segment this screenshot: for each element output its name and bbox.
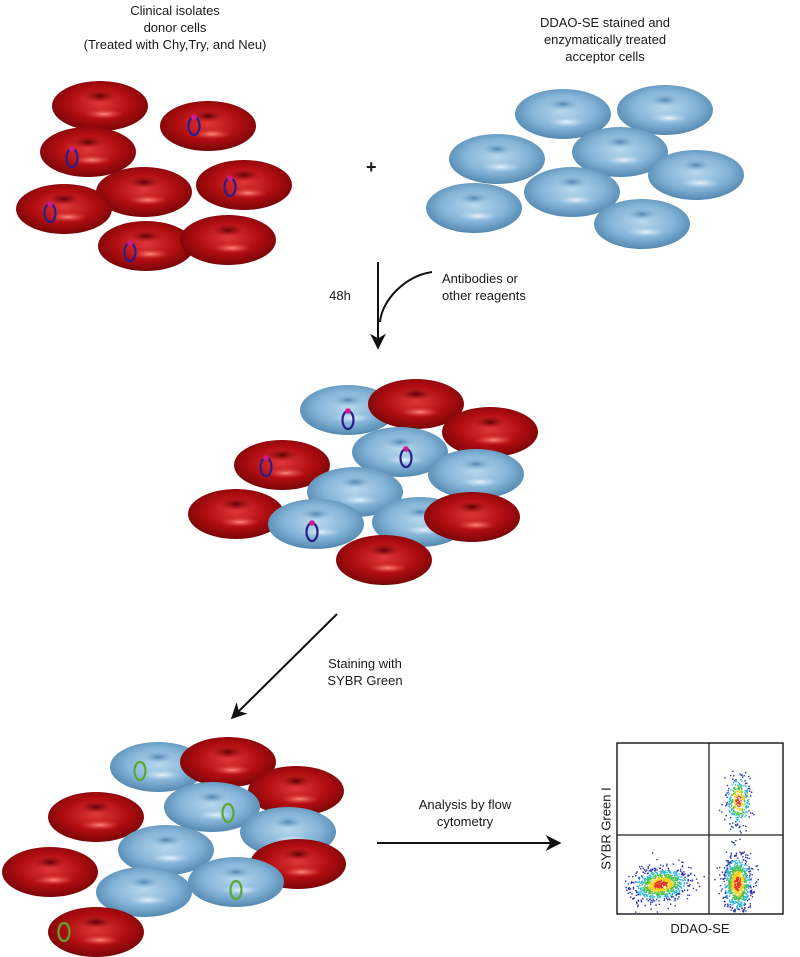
staining-line-1: Staining with: [328, 656, 402, 671]
acceptor-rbc-infected: [110, 742, 206, 792]
acceptor-rbc: [426, 183, 522, 233]
donor-rbc: [188, 489, 284, 539]
donor-rbc: [336, 535, 432, 585]
donor-rbc: [442, 407, 538, 457]
acceptor-cells-label: DDAO-SE stained and enzymatically treate…: [505, 14, 705, 65]
parasite-nucleus-icon: [69, 146, 75, 152]
stained-culture-group: [2, 737, 346, 957]
donor-rbc: [2, 847, 98, 897]
acceptor-cells-group: [426, 85, 744, 249]
reagents-line-2: other reagents: [442, 288, 526, 303]
parasite-ring-icon: [57, 921, 71, 943]
donor-rbc-infected: [160, 101, 256, 151]
parasite-nucleus-icon: [403, 446, 409, 452]
donor-rbc: [180, 215, 276, 265]
analysis-line-2: cytometry: [436, 814, 494, 829]
donor-rbc: [52, 81, 148, 131]
donor-rbc: [424, 492, 520, 542]
plus-sign: +: [366, 157, 377, 177]
arrow-diagonal-staining: [230, 613, 338, 720]
parasite-ring-icon: [133, 760, 147, 782]
donor-rbc-infected: [48, 907, 144, 957]
parasite-nucleus-icon: [127, 240, 133, 246]
reagents-label: Antibodies or other reagents: [442, 270, 526, 304]
plot-xlabel: DDAO-SE: [670, 921, 730, 936]
donor-cells-label: Clinical isolates donor cells (Treated w…: [60, 2, 290, 53]
acceptor-rbc-infected: [268, 499, 364, 549]
acceptor-rbc: [594, 199, 690, 249]
donor-rbc-infected: [16, 184, 112, 234]
parasite-nucleus-icon: [345, 408, 351, 414]
plot-dot-clusters: [625, 770, 759, 913]
parasite-nucleus-icon: [191, 114, 197, 120]
acceptor-rbc: [428, 449, 524, 499]
acceptor-rbc: [648, 150, 744, 200]
analysis-line-1: Analysis by flow: [418, 797, 512, 812]
parasite-ring-icon: [229, 879, 243, 901]
donor-rbc-infected: [196, 160, 292, 210]
donor-label-line-1: Clinical isolates: [130, 3, 220, 18]
donor-rbc-infected: [40, 127, 136, 177]
flow-cytometry-plot: [616, 742, 784, 915]
parasite-nucleus-icon: [263, 455, 269, 461]
acceptor-rbc-infected: [352, 427, 448, 477]
staining-line-2: SYBR Green: [327, 673, 403, 688]
donor-rbc-infected: [98, 221, 194, 271]
analysis-label: Analysis by flow cytometry: [400, 796, 530, 830]
acceptor-rbc-infected: [164, 782, 260, 832]
reagents-line-1: Antibodies or: [442, 271, 518, 286]
acceptor-rbc-infected: [188, 857, 284, 907]
staining-label: Staining with SYBR Green: [315, 655, 415, 689]
parasite-nucleus-icon: [309, 520, 315, 526]
donor-rbc-infected: [234, 440, 330, 490]
parasite-nucleus-icon: [47, 201, 53, 207]
incubation-time-label: 48h: [329, 288, 351, 303]
donor-label-line-2: donor cells: [143, 20, 207, 35]
mixed-culture-group: [188, 379, 538, 585]
donor-cells-group: [16, 81, 292, 271]
plot-ylabel: SYBR Green I: [598, 787, 614, 870]
acceptor-rbc: [449, 134, 545, 184]
donor-label-line-3: (Treated with Chy,Try, and Neu): [83, 37, 267, 52]
acceptor-rbc-infected: [300, 385, 396, 435]
reagent-curve-arrow: [379, 271, 433, 323]
parasite-ring-icon: [221, 802, 235, 824]
parasite-nucleus-icon: [227, 175, 233, 181]
acceptor-rbc: [617, 85, 713, 135]
acceptor-label-line-2: enzymatically treated: [543, 32, 667, 47]
acceptor-label-line-3: acceptor cells: [565, 49, 645, 64]
acceptor-label-line-1: DDAO-SE stained and: [539, 15, 671, 30]
